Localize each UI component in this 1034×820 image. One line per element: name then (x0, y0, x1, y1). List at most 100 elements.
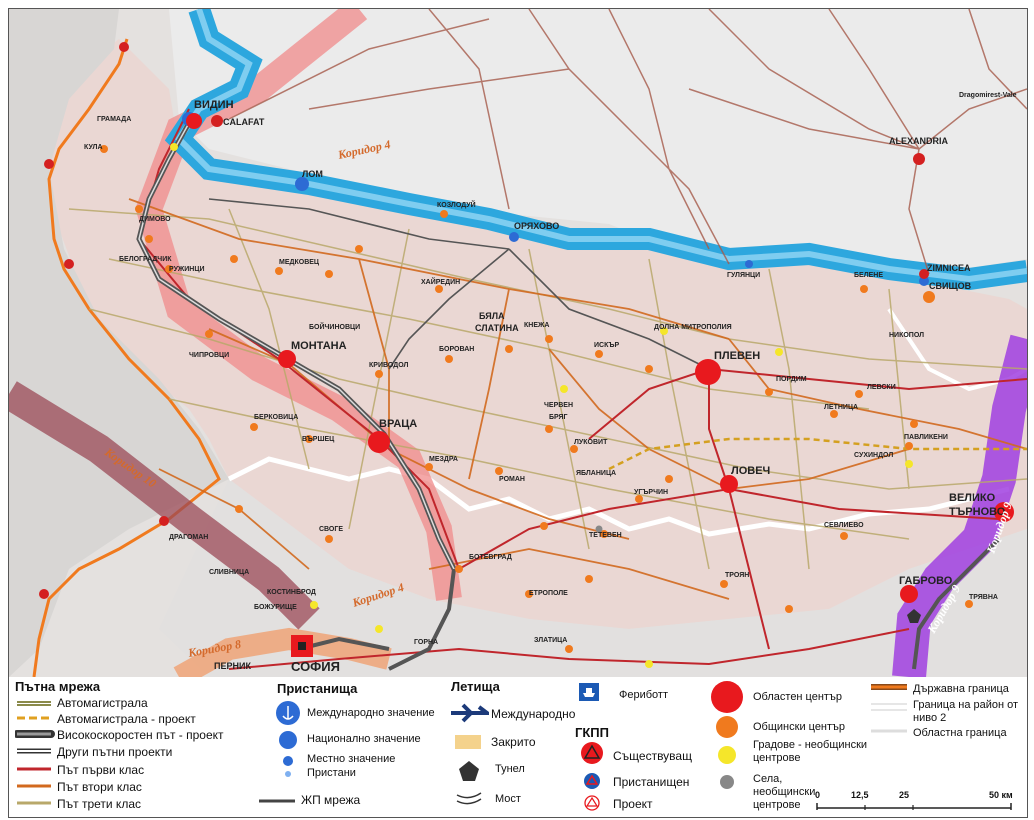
legend-tunnel: Тунел (495, 763, 525, 775)
label-alexandria: ALEXANDRIA (889, 136, 949, 146)
legend-airport-international: Международно (491, 707, 576, 721)
highspeed-road-inner (138, 113, 455, 570)
legend-border-swatches (871, 684, 907, 733)
legend-port-international: Международно значение (307, 707, 435, 719)
label-dimovo: ДИМОВО (139, 216, 171, 223)
label-slatina: СЛАТИНА (475, 323, 519, 333)
scale-0: 0 (815, 790, 821, 800)
serbia-area (9, 9, 229, 677)
label-belene: БЕЛЕНЕ (854, 272, 883, 279)
label-montana: МОНТАНА (291, 340, 347, 352)
legend-settlement-swatches (711, 681, 743, 789)
map-legend: Пътна мрежа Автомагистрала Автомагистрал… (8, 677, 1028, 818)
legend-port-piers: Пристани (307, 767, 356, 779)
label-etropole: ЕТРОПОЛЕ (529, 590, 568, 597)
legend-other-projects: Други пътни проекти (57, 745, 173, 759)
label-medkovets: МЕДКОВЕЦ (279, 259, 320, 266)
legend-road-class1: Път първи клас (57, 763, 145, 777)
romania-area (169, 9, 1027, 274)
railway-network (208, 198, 710, 370)
port-oryahovo-icon[interactable] (509, 232, 519, 242)
city-veliko-tarnovo-marker[interactable] (994, 502, 1014, 522)
legend-gkpp-port: Пристанищен (613, 775, 690, 789)
label-knezha: КНЕЖА (524, 322, 549, 329)
label-pernik: ПЕРНИК (214, 661, 251, 671)
legend-motorway-project: Автомагистрала - проект (57, 712, 196, 726)
border-crossings (39, 42, 169, 599)
label-varshets: ВЪРШЕЦ (302, 436, 335, 443)
city-zimnicea-marker[interactable] (919, 269, 929, 279)
motorway-project (608, 437, 1027, 471)
legend-gkpp-existing: Съществуващ (613, 749, 692, 763)
label-borovan: БОРОВАН (439, 346, 474, 353)
legend-port-national: Национално значение (307, 733, 421, 745)
label-sevlievo: СЕВЛИЕВО (824, 522, 864, 529)
legend-towns: Градове - необщински центрове (753, 739, 868, 764)
city-gabrovo-marker[interactable] (900, 585, 918, 603)
label-kostinbrod: КОСТИНБРОД (267, 589, 316, 596)
legend-railway-swatch (259, 799, 295, 803)
label-ugarchin: УГЪРЧИН (634, 489, 668, 496)
label-lukovit: ЛУКОВИТ (574, 439, 608, 446)
label-sofia: СОФИЯ (291, 659, 340, 674)
port-svishtov-icon[interactable] (919, 276, 929, 286)
label-berkovitsa: БЕРКОВИЦА (254, 414, 298, 421)
label-svoge: СВОГЕ (319, 526, 343, 533)
label-vidin: ВИДИН (194, 99, 234, 111)
label-lovech: ЛОВЕЧ (731, 465, 770, 477)
legend-road-class3: Път трети клас (57, 797, 141, 811)
legend-port-swatches (276, 701, 300, 777)
scale-bar (816, 803, 1012, 810)
tunnel-icon (907, 609, 921, 623)
label-calafat: CALAFAT (223, 117, 265, 127)
city-pleven-marker[interactable] (695, 359, 721, 385)
label-cherven: ЧЕРВЕН (544, 402, 573, 409)
label-byala: БЯЛА (479, 311, 505, 321)
city-montana-marker[interactable] (278, 350, 296, 368)
label-bozhurishte: БОЖУРИЩЕ (254, 604, 297, 611)
legend-regional-center: Областен център (753, 691, 842, 703)
legend-road-class2: Път втори клас (57, 780, 142, 794)
map-canvas[interactable]: ВИДИН CALAFAT ЛОМ КОЗЛОДУЙ ОРЯХОВО ALEXA… (8, 8, 1028, 678)
label-chiprovtsi: ЧИПРОВЦИ (189, 352, 229, 359)
city-vratsa-marker[interactable] (368, 431, 390, 453)
port-lom-icon[interactable] (295, 177, 309, 191)
city-alexandria-marker[interactable] (913, 153, 925, 165)
label-gabrovo: ГАБРОВО (899, 575, 953, 587)
legend-gkpp-project: Проект (613, 797, 653, 811)
label-veliko: ВЕЛИКО (949, 492, 996, 504)
city-calafat-marker[interactable] (211, 115, 223, 127)
legend-motorway: Автомагистрала (57, 696, 148, 710)
label-mezdra: МЕЗДРА (429, 456, 458, 463)
label-teteven: ТЕТЕВЕН (589, 532, 622, 539)
legend-airport-closed: Закрито (491, 735, 536, 749)
municipal-centers (100, 145, 973, 653)
label-kula: КУЛА (84, 144, 103, 151)
label-dragomirest: Dragomirest-Vale (959, 92, 1017, 99)
label-gramada: ГРАМАДА (97, 116, 131, 123)
romanian-roads (228, 9, 1027, 275)
label-botevgrad: БОТЕВГРАД (469, 554, 512, 561)
legend-railway: ЖП мрежа (301, 793, 361, 807)
label-lom: ЛОМ (302, 169, 323, 179)
city-lovech-marker[interactable] (720, 475, 738, 493)
legend-state-border: Държавна граница (913, 683, 1009, 695)
city-vidin-marker[interactable] (186, 113, 202, 129)
port-gulyantsi-icon[interactable] (745, 260, 753, 268)
label-krivodol: КРИВОДОЛ (369, 362, 408, 369)
corridor-8-band (173, 627, 392, 677)
legend-district-border: Граница на район от ниво 2 (913, 699, 1019, 724)
label-ruzhintsi: РУЖИНЦИ (169, 266, 205, 273)
label-pleven: ПЛЕВЕН (714, 350, 760, 362)
label-pavlikeni: ПАВЛИКЕНИ (904, 434, 948, 441)
label-tarnovo: ТЪРНОВО (949, 506, 1006, 518)
label-troyan: ТРОЯН (725, 572, 749, 579)
label-hayredin: ХАЙРЕДИН (421, 277, 460, 286)
legend-airports-title: Летища (451, 679, 500, 694)
label-bryag: БРЯГ (549, 414, 568, 421)
town-markers (170, 143, 913, 668)
village-marker (595, 525, 603, 533)
legend-port-local: Местно значение (307, 753, 396, 765)
legend-regional-border: Областна граница (913, 727, 1007, 739)
sofia-center-icon (298, 642, 306, 650)
